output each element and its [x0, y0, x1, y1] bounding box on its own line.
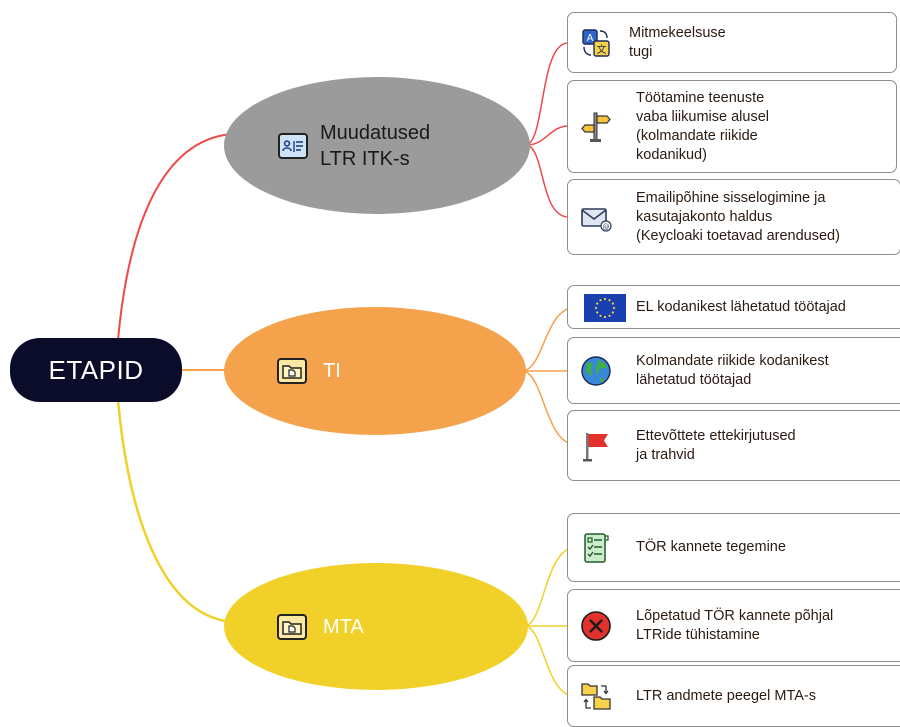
translate-icon: A 文 — [580, 27, 612, 59]
leaf-node-el-kodanikud[interactable]: EL kodanikest lähetatud töötajad — [567, 285, 900, 329]
leaf-node-mitmekeelsus[interactable]: A 文 Mitmekeelsuse tugi — [567, 12, 897, 73]
leaf-node-ettekirjutused[interactable]: Ettevõttete ettekirjutused ja trahvid — [567, 410, 900, 481]
svg-text:A: A — [587, 33, 594, 44]
leaf-label: Kolmandate riikide kodanikest lähetatud … — [636, 352, 829, 388]
folders-sync-icon — [580, 680, 612, 712]
svg-text:文: 文 — [597, 43, 607, 56]
branch-label: Muudatused LTR ITK-s — [320, 121, 431, 170]
eu-flag-icon — [584, 294, 626, 322]
folder-icon — [277, 358, 307, 384]
connector-root-to-branch-1 — [117, 133, 233, 341]
leaf-node-tor-kanded[interactable]: TÖR kannete tegemine — [567, 513, 900, 582]
connector-branch-3-leaf-1 — [525, 546, 577, 627]
branch-node-ti[interactable]: TI — [224, 307, 526, 435]
leaf-label: EL kodanikest lähetatud töötajad — [636, 298, 846, 315]
leaf-node-teenuste-vaba-liikumine[interactable]: Töötamine teenuste vaba liikumise alusel… — [567, 80, 897, 173]
leaf-label: Töötamine teenuste vaba liikumise alusel… — [636, 89, 769, 163]
branch-node-mta[interactable]: MTA — [224, 563, 528, 690]
leaf-label: Ettevõttete ettekirjutused ja trahvid — [636, 427, 796, 463]
leaf-label: Emailipõhine sisselogimine ja kasutajako… — [636, 189, 840, 244]
leaf-node-kolmandate-riikide[interactable]: Kolmandate riikide kodanikest lähetatud … — [567, 337, 900, 404]
branch-label: TI — [323, 360, 341, 382]
root-label: ETAPID — [48, 354, 144, 385]
connector-branch-1-leaf-2 — [526, 125, 568, 146]
globe-icon — [580, 355, 612, 387]
signpost-icon — [580, 111, 612, 143]
folder-icon — [277, 613, 307, 640]
root-node[interactable]: ETAPID — [10, 338, 182, 402]
leaf-node-ltr-peegel[interactable]: LTR andmete peegel MTA-s — [567, 665, 900, 727]
checklist-icon — [580, 532, 612, 564]
connector-branch-1-leaf-1 — [526, 42, 568, 146]
id-card-icon — [278, 132, 308, 159]
leaf-label: Mitmekeelsuse tugi — [629, 24, 726, 60]
connector-branch-1-leaf-3 — [526, 144, 568, 218]
branch-label: MTA — [323, 615, 364, 638]
branch-node-muudatused[interactable]: Muudatused LTR ITK-s — [224, 77, 530, 214]
leaf-node-email-login[interactable]: @ Emailipõhine sisselogimine ja kasutaja… — [567, 179, 900, 255]
cancel-icon — [580, 610, 612, 642]
svg-text:@: @ — [603, 223, 610, 231]
email-icon: @ — [580, 202, 612, 234]
leaf-label: Lõpetatud TÖR kannete põhjal LTRide tühi… — [636, 607, 834, 643]
red-flag-icon — [580, 430, 612, 462]
leaf-label: LTR andmete peegel MTA-s — [636, 687, 816, 704]
leaf-label: TÖR kannete tegemine — [636, 539, 786, 555]
leaf-node-ltr-tuhistamine[interactable]: Lõpetatud TÖR kannete põhjal LTRide tühi… — [567, 589, 900, 662]
connector-root-to-branch-3 — [116, 399, 233, 624]
